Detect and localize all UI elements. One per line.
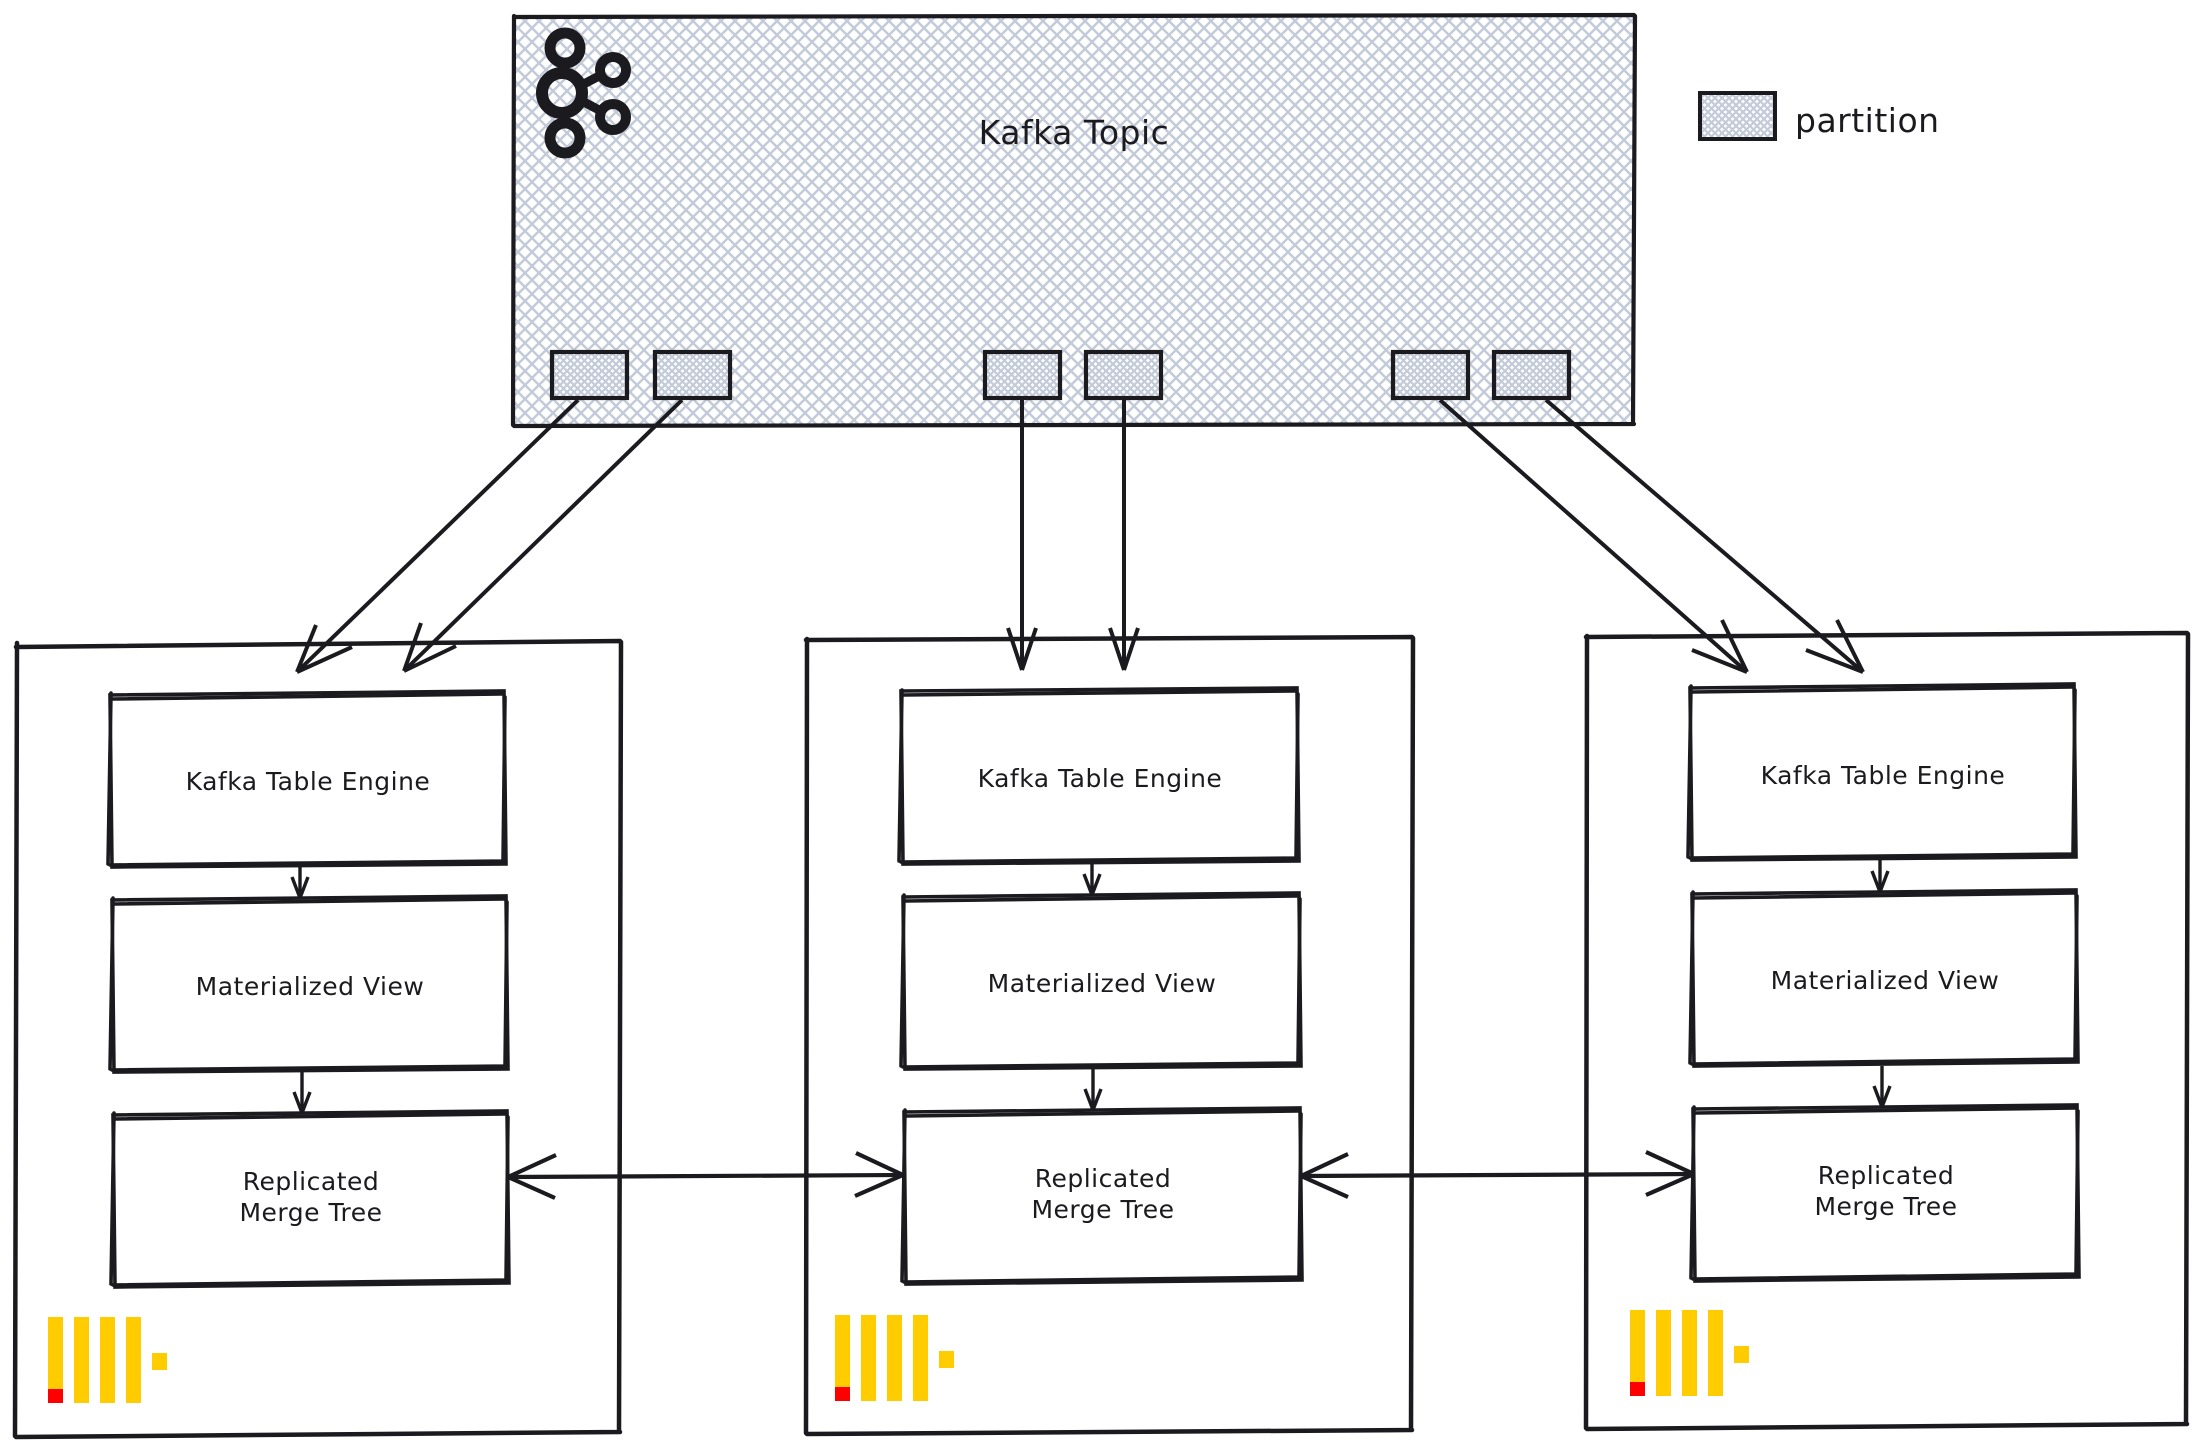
cluster-2-container[interactable] <box>803 634 1416 1437</box>
feed-arrow-4 <box>1108 400 1140 671</box>
kte-2-label: Kafka Table Engine <box>977 764 1223 793</box>
clickhouse-logo-icon <box>835 1315 960 1401</box>
replication-link-1-2 <box>507 1151 904 1200</box>
kte-3-label: Kafka Table Engine <box>1760 761 2006 790</box>
mv-2-box[interactable] <box>899 891 1303 1071</box>
partition-box[interactable] <box>1083 349 1164 401</box>
feed-arrow-6 <box>1544 398 1865 674</box>
partition-box[interactable] <box>1491 349 1572 401</box>
partition-group <box>549 349 1572 401</box>
replication-link-2-3 <box>1300 1150 1695 1199</box>
rmt-2-label: Replicated Merge Tree <box>1031 1164 1175 1225</box>
mv-1-box[interactable] <box>108 894 510 1074</box>
mv-3-label: Materialized View <box>1770 966 2000 995</box>
partition-box[interactable] <box>652 349 733 401</box>
partition-swatch <box>1698 91 1777 141</box>
rmt-2-box[interactable] <box>900 1106 1304 1286</box>
mv-1-label: Materialized View <box>195 972 425 1001</box>
feed-arrow-1 <box>295 398 580 674</box>
legend-label: partition <box>1795 101 1940 140</box>
feed-arrow-5 <box>1438 398 1749 674</box>
kte-1-box[interactable] <box>106 689 508 869</box>
kafka-topic-title: Kafka Topic <box>978 113 1170 152</box>
internal-flow-arrows <box>290 860 1892 1114</box>
partition-box[interactable] <box>549 349 630 401</box>
rmt-1-label: Replicated Merge Tree <box>239 1167 383 1228</box>
partition-box[interactable] <box>1390 349 1471 401</box>
rmt-3-label: Replicated Merge Tree <box>1814 1161 1958 1222</box>
arrow-mv1-rmt1 <box>292 1072 312 1114</box>
mv-3-box[interactable] <box>1688 888 2080 1068</box>
rmt-3-box[interactable] <box>1689 1103 2081 1283</box>
arrow-kte1-mv1 <box>290 867 310 899</box>
cluster-3-container[interactable] <box>1583 630 2191 1432</box>
partition-box[interactable] <box>982 349 1063 401</box>
arrow-kte2-mv2 <box>1082 864 1102 896</box>
feed-arrows <box>295 398 1865 674</box>
clickhouse-logo-icon <box>48 1317 173 1403</box>
kte-1-label: Kafka Table Engine <box>185 767 431 796</box>
feed-arrow-3 <box>1006 400 1038 671</box>
replication-arrows <box>507 1150 1695 1200</box>
mv-2-label: Materialized View <box>987 969 1217 998</box>
kafka-logo-icon <box>536 27 631 159</box>
rmt-1-box[interactable] <box>109 1109 511 1289</box>
kte-2-box[interactable] <box>897 686 1301 866</box>
arrow-kte3-mv3 <box>1870 860 1890 893</box>
cluster-1-container[interactable] <box>12 638 624 1440</box>
kte-3-box[interactable] <box>1686 682 2078 862</box>
clickhouse-logo-icon <box>1630 1310 1755 1396</box>
arrow-mv3-rmt3 <box>1872 1066 1892 1108</box>
feed-arrow-2 <box>402 398 684 673</box>
arrow-mv2-rmt2 <box>1083 1069 1103 1111</box>
